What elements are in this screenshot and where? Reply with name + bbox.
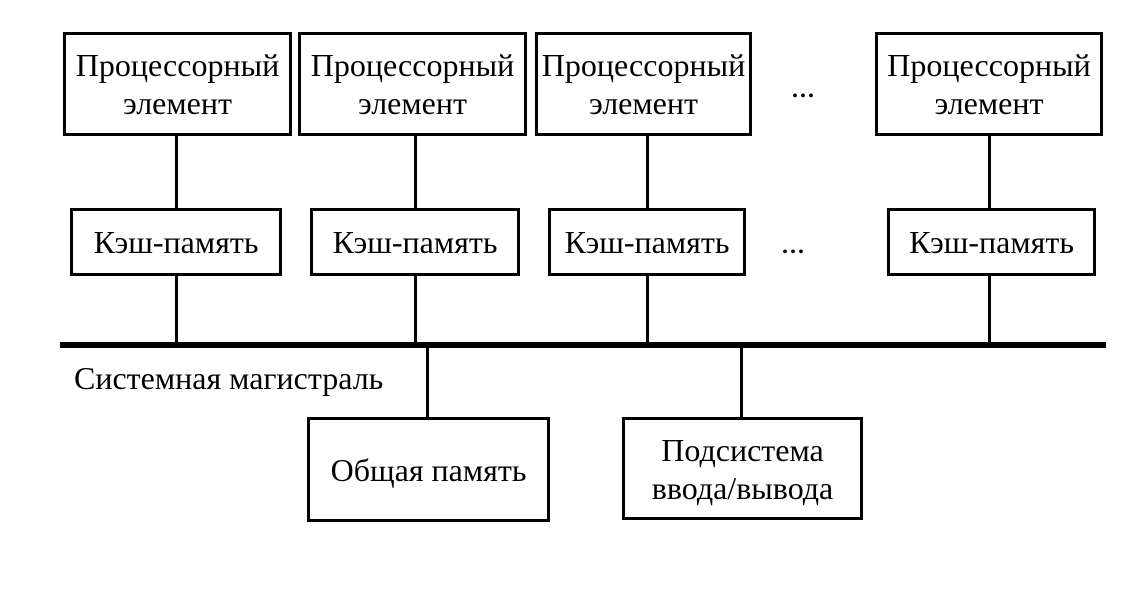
processor-element-label-line1: Процессорный (887, 47, 1091, 83)
connector-bus-shared-memory (426, 346, 429, 417)
processor-element-box-3: Процессорный элемент (535, 32, 752, 136)
processor-element-label-line1: Процессорный (310, 47, 515, 83)
ellipsis-processor-row: ... (791, 68, 815, 104)
ellipsis-cache-row: ... (781, 224, 805, 260)
cache-memory-label: Кэш-память (909, 224, 1074, 260)
connector-bus-io-subsystem (740, 346, 743, 417)
connector-pe2-cache2 (414, 136, 417, 208)
system-bus-label: Системная магистраль (74, 360, 384, 396)
connector-cache2-bus (414, 275, 417, 345)
connector-pe3-cache3 (646, 136, 649, 208)
shared-memory-box: Общая память (307, 417, 550, 522)
io-subsystem-label-line1: Подсистема (661, 431, 824, 468)
processor-element-box-1: Процессорный элемент (63, 32, 292, 136)
connector-pe1-cache1 (175, 136, 178, 208)
cache-memory-label: Кэш-память (332, 224, 498, 260)
processor-element-label-line1: Процессорный (541, 47, 746, 83)
system-bus-line (60, 342, 1106, 348)
shared-memory-label: Общая память (330, 451, 527, 488)
processor-element-box-2: Процессорный элемент (298, 32, 527, 136)
processor-element-label-line2: элемент (934, 85, 1044, 121)
processor-element-label-line2: элемент (123, 85, 232, 121)
cache-memory-box-1: Кэш-память (70, 208, 282, 276)
connector-cache3-bus (646, 275, 649, 345)
cache-memory-box-2: Кэш-память (310, 208, 520, 276)
cache-memory-box-4: Кэш-память (887, 208, 1096, 276)
cache-memory-label: Кэш-память (564, 224, 730, 260)
cache-memory-box-3: Кэш-память (548, 208, 746, 276)
processor-element-label-line2: элемент (358, 85, 467, 121)
io-subsystem-label-line2: ввода/вывода (651, 469, 834, 506)
connector-pe4-cache4 (988, 136, 991, 208)
io-subsystem-box: Подсистема ввода/вывода (622, 417, 863, 520)
connector-cache4-bus (988, 275, 991, 345)
processor-element-label-line1: Процессорный (75, 47, 280, 83)
processor-element-box-4: Процессорный элемент (875, 32, 1103, 136)
connector-cache1-bus (175, 275, 178, 345)
processor-element-label-line2: элемент (589, 85, 698, 121)
cache-memory-label: Кэш-память (93, 224, 259, 260)
